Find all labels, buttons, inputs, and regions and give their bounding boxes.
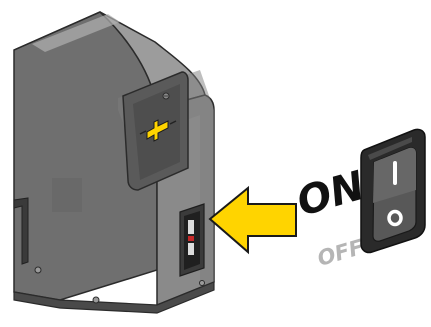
base-screw: [200, 281, 205, 286]
left-arrow-icon: [210, 188, 296, 252]
motor-housing: [14, 12, 214, 313]
off-label: OFF: [315, 235, 367, 271]
rocker-switch-icon: [361, 129, 425, 252]
base-screw: [35, 267, 41, 273]
on-label: ON: [292, 163, 370, 226]
base-screw: [93, 297, 99, 303]
housing-switch-slot: [180, 204, 204, 276]
